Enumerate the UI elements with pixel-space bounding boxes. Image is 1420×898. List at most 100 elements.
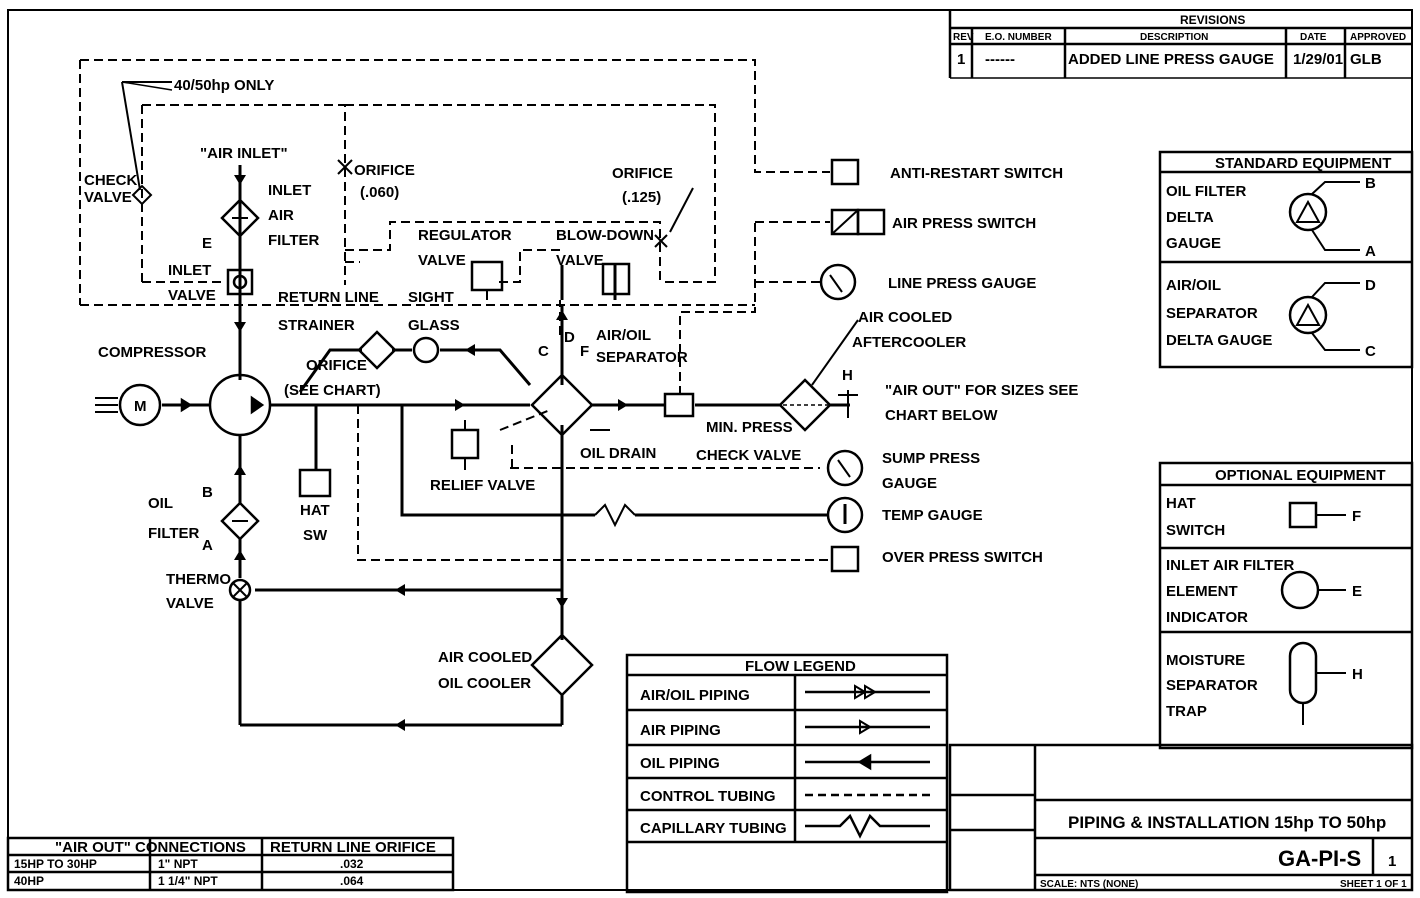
relief-valve-label: RELIEF VALVE xyxy=(430,477,535,494)
std-item-1-label-1: OIL FILTER xyxy=(1166,183,1246,200)
inlet-air-filter-label-1: INLET xyxy=(268,182,311,199)
aftercooler-symbol xyxy=(778,378,832,432)
opt-item-2-label-1: INLET AIR FILTER xyxy=(1166,557,1294,574)
eo-col-header: E.O. NUMBER xyxy=(985,32,1052,43)
air-out-table-header: "AIR OUT" CONNECTIONS xyxy=(55,839,246,856)
sump-press-gauge-label-2: GAUGE xyxy=(882,475,937,492)
legend-oil-piping: OIL PIPING xyxy=(640,755,720,772)
check-valve-label-1: CHECK xyxy=(84,172,138,189)
opt-item-3-label-2: SEPARATOR xyxy=(1166,677,1258,694)
std-item-1-top: B xyxy=(1365,175,1376,192)
flow-legend-title: FLOW LEGEND xyxy=(745,658,856,675)
thermo-valve-symbol xyxy=(228,578,252,602)
relief-valve-symbol xyxy=(450,428,480,460)
std-item-2-top: D xyxy=(1365,277,1376,294)
oil-drain-label: OIL DRAIN xyxy=(580,445,656,462)
oil-filter-label-2: FILTER xyxy=(148,525,200,542)
drawing-sheet: SHEET 1 OF 1 xyxy=(1340,879,1407,890)
std-item-1-label-2: DELTA xyxy=(1166,209,1214,226)
std-item-2-label-3: DELTA GAUGE xyxy=(1166,332,1272,349)
std-item-2-label-2: SEPARATOR xyxy=(1166,305,1258,322)
regulator-valve-label-1: REGULATOR xyxy=(418,227,512,244)
temp-gauge-label: TEMP GAUGE xyxy=(882,507,983,524)
line-press-gauge-label: LINE PRESS GAUGE xyxy=(888,275,1036,292)
std-item-2-label-1: AIR/OIL xyxy=(1166,277,1221,294)
orifice-125-label-1: ORIFICE xyxy=(612,165,673,182)
compressor-symbol xyxy=(208,373,272,437)
point-h-label: H xyxy=(842,367,853,384)
drawing-rev: 1 xyxy=(1388,853,1396,870)
min-press-label-2: CHECK VALVE xyxy=(696,447,801,464)
std-item-2-bottom: C xyxy=(1365,343,1376,360)
air-out-row-1-conn: 1" NPT xyxy=(158,857,198,871)
legend-control-tubing: CONTROL TUBING xyxy=(640,788,776,805)
sight-glass-label-1: SIGHT xyxy=(408,289,454,306)
inlet-air-filter-label-2: AIR xyxy=(268,207,294,224)
return-line-strainer-symbol xyxy=(357,330,397,370)
air-out-row-2-orifice: .064 xyxy=(340,874,364,888)
aftercooler-label-2: AFTERCOOLER xyxy=(852,334,966,351)
oil-cooler-label-2: OIL COOLER xyxy=(438,675,531,692)
standard-equipment-title: STANDARD EQUIPMENT xyxy=(1215,155,1391,172)
return-line-strainer-label-2: STRAINER xyxy=(278,317,355,334)
date-col-header: DATE xyxy=(1300,32,1327,43)
oil-filter-label-1: OIL xyxy=(148,495,173,512)
air-oil-separator-label-1: AIR/OIL xyxy=(596,327,651,344)
legend-air-oil-piping: AIR/OIL PIPING xyxy=(640,687,750,704)
line-press-gauge-symbol xyxy=(819,263,857,301)
check-valve-symbol xyxy=(131,184,153,206)
inlet-valve-symbol xyxy=(226,268,254,296)
oil-cooler-label-1: AIR COOLED xyxy=(438,649,532,666)
air-inlet-label: "AIR INLET" xyxy=(200,145,288,162)
over-press-switch-label: OVER PRESS SWITCH xyxy=(882,549,1043,566)
return-orifice-header: RETURN LINE ORIFICE xyxy=(270,839,436,856)
optional-equipment-title: OPTIONAL EQUIPMENT xyxy=(1215,467,1386,484)
motor-label: M xyxy=(134,398,147,415)
orifice-125-label-2: (.125) xyxy=(622,189,661,206)
air-out-label-2: CHART BELOW xyxy=(885,407,998,424)
return-line-strainer-label-1: RETURN LINE xyxy=(278,289,379,306)
orifice-060-label-1: ORIFICE xyxy=(354,162,415,179)
hat-switch-symbol xyxy=(298,468,332,498)
air-out-connections-table xyxy=(6,836,455,892)
inlet-air-filter-symbol xyxy=(220,198,260,238)
temp-gauge-symbol xyxy=(826,496,864,534)
point-d-label: D xyxy=(564,329,575,346)
approved-col-header: APPROVED xyxy=(1350,32,1406,43)
drawing-title: PIPING & INSTALLATION 15hp TO 50hp xyxy=(1068,813,1386,832)
sight-glass-symbol xyxy=(412,336,440,364)
air-oil-separator-label-2: SEPARATOR xyxy=(596,349,688,366)
sump-press-gauge-symbol xyxy=(826,449,864,487)
eo-cell: ------ xyxy=(985,51,1015,68)
hat-switch-label-2: SW xyxy=(303,527,328,544)
std-item-1-label-3: GAUGE xyxy=(1166,235,1221,252)
orifice-see-chart-label-1: ORIFICE xyxy=(306,357,367,374)
inlet-valve-label-2: VALVE xyxy=(168,287,216,304)
legend-capillary-tubing: CAPILLARY TUBING xyxy=(640,820,787,837)
motor-symbol xyxy=(118,383,162,427)
approved-cell: GLB xyxy=(1350,51,1382,68)
oil-cooler-symbol xyxy=(530,633,594,697)
point-c-label: C xyxy=(538,343,549,360)
drawing-number: GA-PI-S xyxy=(1278,846,1361,871)
check-valve-label-2: VALVE xyxy=(84,189,132,206)
min-press-check-valve-symbol xyxy=(663,392,695,418)
thermo-valve-label-2: VALVE xyxy=(166,595,214,612)
date-cell: 1/29/01 xyxy=(1293,51,1343,68)
air-out-row-2-size: 40HP xyxy=(14,874,44,888)
opt-item-1-label-2: SWITCH xyxy=(1166,522,1225,539)
rev-cell: 1 xyxy=(957,51,965,68)
point-b-label: B xyxy=(202,484,213,501)
aftercooler-label-1: AIR COOLED xyxy=(858,309,952,326)
air-press-switch-label: AIR PRESS SWITCH xyxy=(892,215,1036,232)
orifice-060-label-2: (.060) xyxy=(360,184,399,201)
inlet-valve-label-1: INLET xyxy=(168,262,211,279)
air-oil-separator-symbol xyxy=(530,373,594,437)
opt-item-2-tag: E xyxy=(1352,583,1362,600)
rev-col-header: REV xyxy=(953,32,974,43)
anti-restart-switch-symbol xyxy=(830,158,860,186)
thermo-valve-label-1: THERMO xyxy=(166,571,231,588)
air-out-row-1-size: 15HP TO 30HP xyxy=(14,857,97,871)
blowdown-valve-label-1: BLOW-DOWN xyxy=(556,227,654,244)
min-press-label-1: MIN. PRESS xyxy=(706,419,793,436)
